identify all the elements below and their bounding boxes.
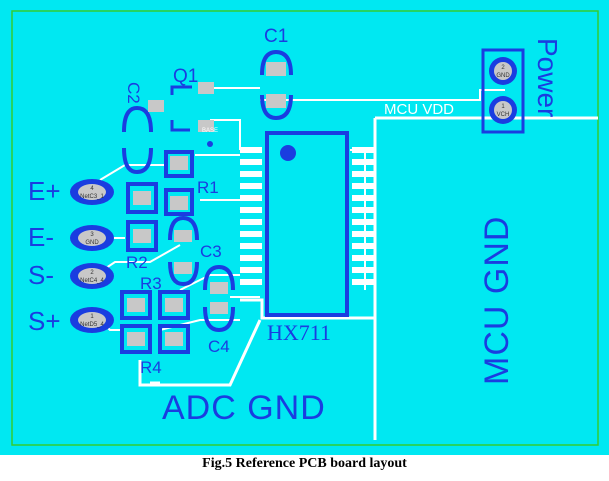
- isolation-gaps: [138, 116, 598, 440]
- label-s-plus: S+: [28, 306, 61, 336]
- r1-resistor: [164, 150, 194, 216]
- power-gnd-num: 2: [501, 65, 505, 71]
- c3-pad-1: [174, 230, 192, 242]
- power-pad-text: 2 GND 1 VCH: [496, 65, 510, 118]
- power-gnd-net: GND: [496, 73, 510, 79]
- r2-resistor: [126, 182, 158, 252]
- label-mcu-gnd: MCU GND: [478, 216, 516, 385]
- r2-pad-1: [133, 191, 151, 205]
- silk-base: BASE: [202, 128, 218, 134]
- c3-capacitor: [168, 215, 199, 287]
- chip-body: [265, 131, 349, 317]
- c1-pad-bottom: [266, 94, 286, 108]
- q1-transistor: [170, 85, 192, 132]
- r3-r4-resistors: [120, 290, 190, 354]
- chip-pins-left: [240, 147, 262, 285]
- pad-e-minus-hole: [78, 230, 106, 246]
- label-power: Power: [532, 38, 563, 117]
- load-cell-pad-text: 4 NetC3_1 3 GND 2 NetC4_4 1 NetD5_4: [80, 186, 104, 328]
- label-c1: C1: [264, 26, 288, 47]
- r1-pad-2: [170, 196, 188, 210]
- power-pad-vcc-hole: [494, 101, 512, 119]
- power-pad-gnd-hole: [494, 62, 512, 80]
- hx711-chip: [265, 131, 349, 317]
- label-r4: R4: [140, 358, 162, 377]
- label-e-minus: E-: [28, 222, 54, 252]
- board-outline: [11, 10, 599, 446]
- r2-pad-2: [133, 229, 151, 243]
- pad-e-plus-num: 4: [90, 186, 94, 192]
- chip-pins-right: [352, 147, 374, 285]
- label-c2: C2: [124, 82, 143, 104]
- r1-pad-1: [170, 156, 188, 170]
- figure-caption: Fig.5 Reference PCB board layout: [202, 456, 407, 471]
- label-q1: Q1: [173, 66, 198, 87]
- q1-pad-3: [148, 100, 164, 112]
- label-c4: C4: [208, 337, 230, 356]
- pad-e-minus-num: 3: [90, 232, 94, 238]
- r4-pad-1: [127, 332, 145, 346]
- pcb-board: 4 NetC3_1 3 GND 2 NetC4_4 1 NetD5_4 2 GN…: [0, 0, 609, 455]
- power-vcc-num: 1: [501, 104, 505, 110]
- pad-e-minus-net: GND: [85, 240, 99, 246]
- pin1-marker: [280, 145, 296, 161]
- c1-capacitor: [260, 49, 293, 121]
- r3-pad-2: [165, 298, 183, 312]
- c4-capacitor: [203, 264, 235, 333]
- c2-capacitor: [122, 105, 153, 175]
- q1-pad-1: [198, 82, 214, 94]
- label-chip: HX711: [267, 320, 331, 345]
- c3-pad-2: [174, 262, 192, 274]
- load-cell-connector: [70, 179, 114, 333]
- pad-s-plus-num: 1: [90, 314, 94, 320]
- label-adc-gnd: ADC GND: [162, 389, 326, 427]
- c4-pad-1: [210, 282, 228, 294]
- label-c3: C3: [200, 242, 222, 261]
- power-vcc-net: VCH: [497, 112, 510, 118]
- power-connector: [481, 48, 525, 134]
- r4-pad-2: [165, 332, 183, 346]
- label-mcu-vdd: MCU VDD: [384, 101, 454, 118]
- power-connector-outline: [481, 48, 525, 134]
- label-s-minus: S-: [28, 260, 54, 290]
- silk-labels: C1 Q1 R1 R2 R3 R4 C3 C4 HX711 E+ E- S- S…: [28, 26, 331, 427]
- pad-e-plus-net: NetC3_1: [80, 194, 104, 200]
- pad-s-plus-net: NetD5_4: [80, 322, 104, 328]
- pad-s-minus-hole: [78, 268, 106, 284]
- c1-pad-top: [266, 62, 286, 76]
- label-r3: R3: [140, 274, 162, 293]
- pad-e-plus-hole: [78, 184, 106, 200]
- c4-pad-2: [210, 302, 228, 314]
- pad-s-plus-hole: [78, 312, 106, 328]
- via-1: [207, 141, 213, 147]
- pad-s-minus-net: NetC4_4: [80, 278, 104, 284]
- r3-pad-1: [127, 298, 145, 312]
- label-r1: R1: [197, 178, 219, 197]
- q1-pad-2: [198, 120, 214, 132]
- pad-s-minus-num: 2: [90, 270, 94, 276]
- label-r2: R2: [126, 253, 148, 272]
- label-e-plus: E+: [28, 176, 61, 206]
